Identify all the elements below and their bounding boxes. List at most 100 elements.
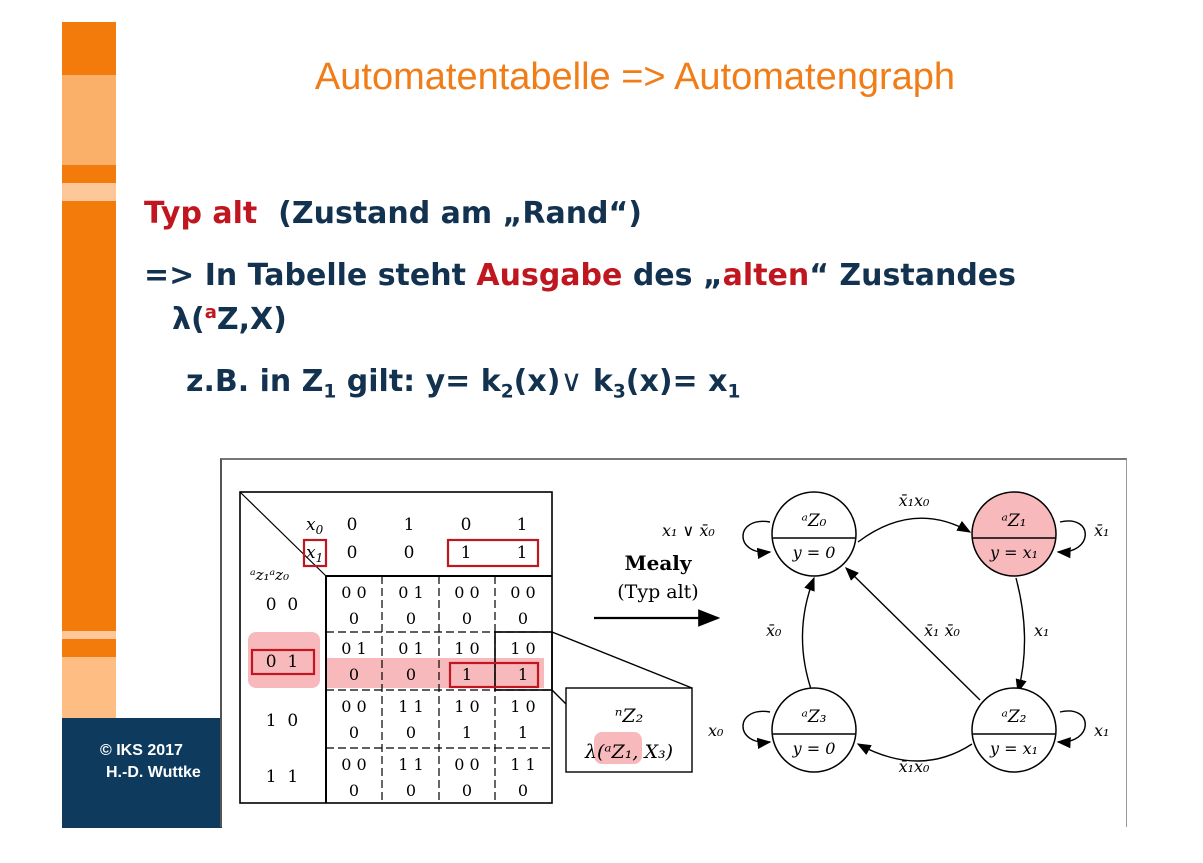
x0-value: 0 xyxy=(347,515,358,535)
mealy-arrow: Mealy (Typ alt) xyxy=(594,551,721,627)
x0-header: x0 xyxy=(306,515,324,537)
footer: © IKS 2017 H.-D. Wuttke xyxy=(62,718,222,828)
x1-header: x1 xyxy=(306,543,323,565)
label-z1-z2: x₁ xyxy=(1034,621,1049,640)
left-bar-orange xyxy=(62,165,116,183)
loop-z2 xyxy=(1056,710,1086,749)
figure-svg: x0 x1 ᵃz₁ᵃz₀ 0 1 0 1 0 0 1 1 0 0 0 1 1 xyxy=(239,491,1109,804)
loop-z0 xyxy=(742,520,772,559)
x1-value: 0 xyxy=(404,543,415,563)
statement-text: des „ xyxy=(622,258,723,293)
cell-next-state: 0 0 xyxy=(341,755,366,774)
label-z2-self: x₁ xyxy=(1094,721,1109,740)
cell-next-state: 0 1 xyxy=(398,639,423,658)
x0-value: 1 xyxy=(404,515,415,535)
state-z3: ᵃZ₃ y = 0 xyxy=(771,687,857,773)
zoom-highlight xyxy=(594,732,642,764)
cell-output: 0 xyxy=(406,609,416,628)
example-text: z.B. in Z xyxy=(186,364,324,399)
label-z3-self: x₀ xyxy=(708,721,724,740)
example-text: (x) xyxy=(513,364,561,399)
lambda-superscript: a xyxy=(204,302,217,324)
cell-next-state: 1 1 xyxy=(398,755,423,774)
cell-output: 0 xyxy=(406,665,416,684)
cell-next-state: 0 0 xyxy=(341,583,366,602)
cell-output: 0 xyxy=(518,781,528,800)
left-bar-light xyxy=(62,75,116,165)
cell-output: 1 xyxy=(462,723,472,742)
cell-output: 0 xyxy=(462,781,472,800)
state-z3-name: ᵃZ₃ xyxy=(801,707,826,727)
cell-output: 0 xyxy=(349,665,359,684)
statement-highlight-output: Ausgabe xyxy=(476,258,623,293)
lambda-symbol: λ( xyxy=(172,302,205,337)
state-z1-output: y = x₁ xyxy=(989,543,1038,562)
cell-next-state: 0 1 xyxy=(398,583,423,602)
edge-z0-z1 xyxy=(857,517,972,543)
cell-output: 0 xyxy=(349,781,359,800)
cell-next-state: 0 0 xyxy=(454,755,479,774)
cell-next-state: 1 0 xyxy=(510,639,535,658)
state-z2-output: y = x₁ xyxy=(989,739,1038,758)
left-bar-orange xyxy=(62,639,116,657)
example-text: (x)= x xyxy=(625,364,728,399)
example-sub: 1 xyxy=(727,381,741,403)
state-z0-name: ᵃZ₀ xyxy=(801,511,826,531)
cell-next-state: 0 0 xyxy=(341,697,366,716)
state-label: 1 1 xyxy=(266,767,298,787)
left-bar-orange-top xyxy=(62,22,116,75)
x1-value: 0 xyxy=(347,543,358,563)
statement-text: “ Zustandes xyxy=(809,258,1016,293)
statement-highlight-old: alten xyxy=(722,258,810,293)
x0-values: 0 1 0 1 xyxy=(347,515,528,535)
figure-panel: x0 x1 ᵃz₁ᵃz₀ 0 1 0 1 0 0 1 1 0 0 0 1 1 xyxy=(220,458,1127,827)
label-z1-self: x̄₁ xyxy=(1094,521,1109,540)
left-bar-light xyxy=(62,631,116,639)
x1-true-frame xyxy=(446,538,540,568)
state-graph: ᵃZ₀ y = 0 ᵃZ₁ y = x₁ ᵃZ₃ y = 0 ᵃZ₂ y = x… xyxy=(662,491,1109,776)
cell-next-state: 1 0 xyxy=(454,697,479,716)
lambda-args: Z,X) xyxy=(216,302,287,337)
zoom-output-function: λ(ᵃZ₁, X₃) xyxy=(584,741,673,763)
state-label: 1 0 xyxy=(266,711,298,731)
cell-next-state: 1 0 xyxy=(510,697,535,716)
left-bar-orange-main xyxy=(62,201,116,631)
x1-value: 1 xyxy=(461,543,472,563)
example-text: gilt: y= k xyxy=(336,364,501,399)
state-label: 0 1 xyxy=(266,652,298,672)
example-sub: 3 xyxy=(612,381,626,403)
output-frame xyxy=(448,661,540,689)
left-bar-light xyxy=(62,183,116,201)
state-z1-name: ᵃZ₁ xyxy=(1001,511,1026,531)
zoom-next-state: ⁿZ₂ xyxy=(615,705,644,727)
label-z0-z1: x̄₁x₀ xyxy=(899,491,930,510)
example-line: z.B. in Z1 gilt: y= k2(x)∨ k3(x)= x1 xyxy=(186,364,740,403)
label-z3-z0: x̄₀ xyxy=(766,621,782,640)
mealy-subtitle: (Typ alt) xyxy=(617,581,698,603)
state-z1: ᵃZ₁ y = x₁ xyxy=(971,491,1057,577)
example-sub: 1 xyxy=(323,381,337,403)
cell-output: 1 xyxy=(518,665,528,684)
example-sub: 2 xyxy=(500,381,514,403)
edge-z1-z2 xyxy=(1015,577,1027,694)
cell-next-state: 1 1 xyxy=(398,697,423,716)
state-01-frame xyxy=(250,648,316,676)
cell-output: 0 xyxy=(406,781,416,800)
state-labels: 0 0 0 1 1 0 1 1 xyxy=(266,595,298,787)
edge-z2-z3 xyxy=(856,743,973,762)
cell-output: 0 xyxy=(518,609,528,628)
statement-line: => In Tabelle steht Ausgabe des „alten“ … xyxy=(144,258,1016,293)
x1-header-frame xyxy=(302,538,328,568)
type-label: Typ alt xyxy=(144,196,258,231)
cell-output: 1 xyxy=(462,665,472,684)
x1-values: 0 0 1 1 xyxy=(347,543,528,563)
state-z0: ᵃZ₀ y = 0 xyxy=(771,491,857,577)
state-z2-name: ᵃZ₂ xyxy=(1001,707,1026,727)
footer-copyright: © IKS 2017 xyxy=(100,742,183,759)
cell-output: 1 xyxy=(518,723,528,742)
loop-z3 xyxy=(742,710,772,749)
label-z2-z0: x̄₁ x̄₀ xyxy=(924,621,961,640)
statement-text: => In Tabelle steht xyxy=(144,258,477,293)
example-text: k xyxy=(582,364,613,399)
cell-next-state: 1 0 xyxy=(454,639,479,658)
